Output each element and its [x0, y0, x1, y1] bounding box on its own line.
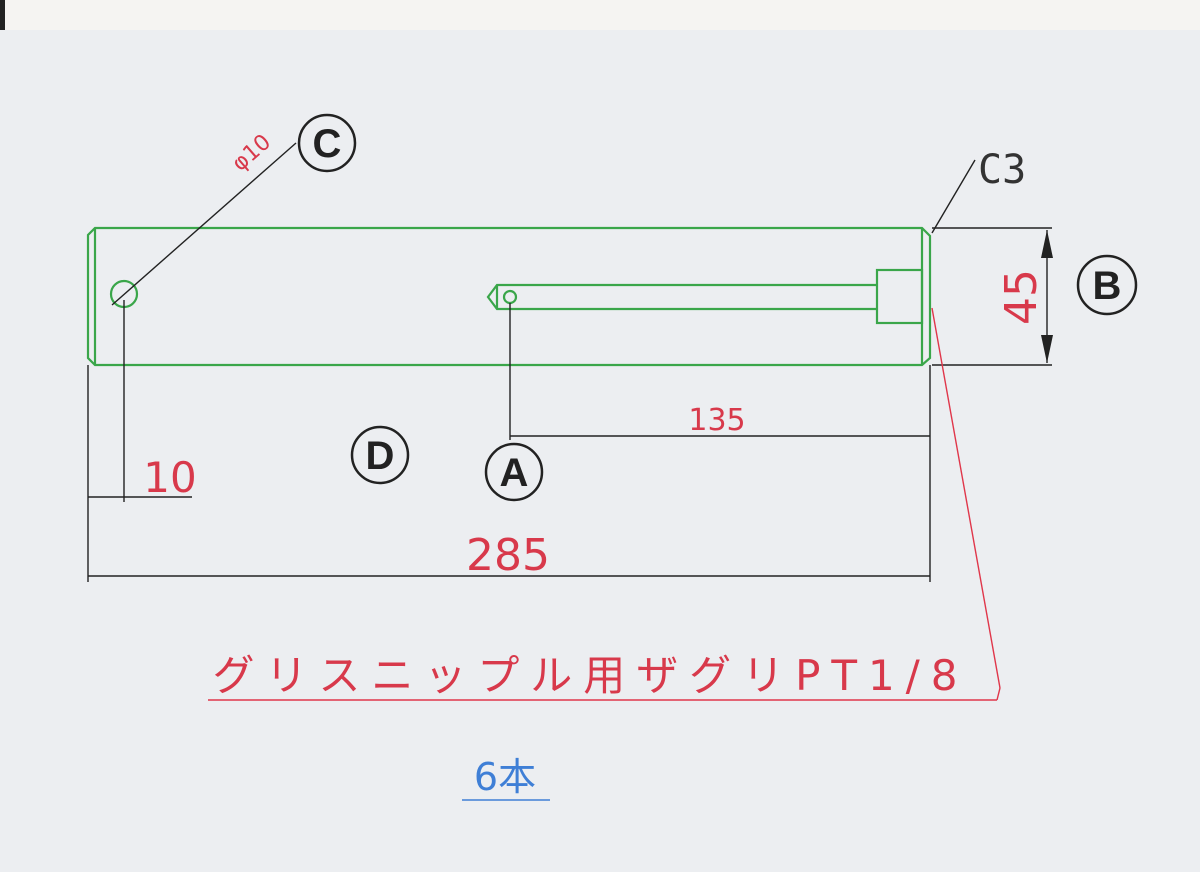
length-dimension: 285	[466, 530, 550, 581]
scan-top-band	[0, 0, 1200, 30]
label-b: B	[1076, 254, 1138, 316]
label-d: D	[350, 425, 410, 485]
svg-text:A: A	[500, 451, 529, 495]
scan-edge	[0, 0, 5, 30]
svg-text:C: C	[313, 122, 342, 166]
grease-bore	[486, 283, 877, 311]
label-c: C	[297, 113, 357, 173]
counterbore-note: グリスニップル用ザグリPT1/8	[213, 651, 958, 700]
svg-text:D: D	[366, 434, 395, 478]
quantity-label: 6本	[474, 755, 536, 799]
chamfer-label: C3	[978, 147, 1026, 193]
hole-diameter-label: φ10	[228, 130, 276, 177]
diameter-dimension: 45	[996, 269, 1047, 325]
label-a: A	[484, 442, 544, 502]
hole-offset-dimension: 10	[143, 453, 196, 502]
svg-text:B: B	[1093, 264, 1122, 308]
counterbore	[875, 268, 924, 325]
pin-body	[86, 226, 932, 367]
bore-depth-dimension: 135	[688, 403, 745, 438]
